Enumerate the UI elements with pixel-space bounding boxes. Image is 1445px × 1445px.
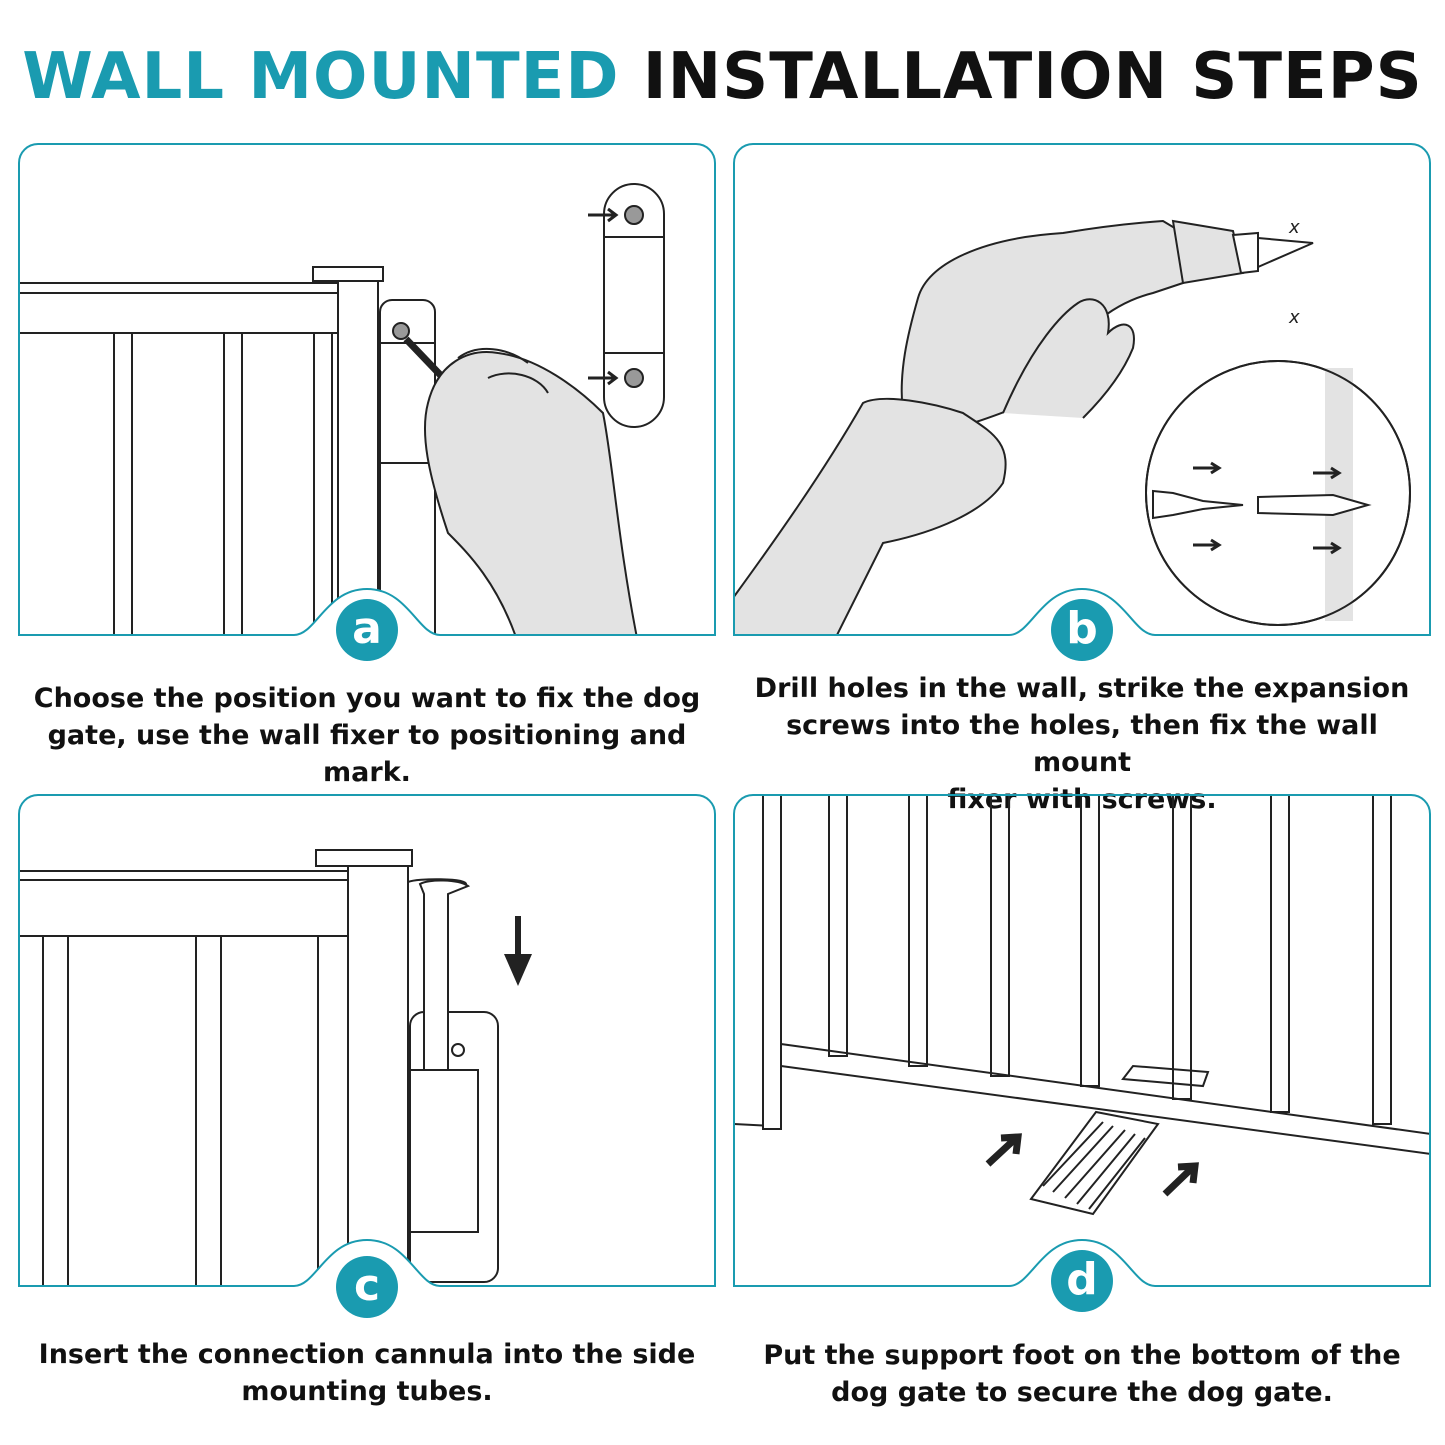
step-a-line-1: Choose the position you want to fix the … — [33, 683, 701, 714]
step-c-panel: c — [18, 794, 716, 1318]
step-a-caption: Choose the position you want to fix the … — [18, 680, 716, 791]
step-b-badge: b — [1051, 599, 1113, 661]
step-d-panel: d — [733, 794, 1431, 1312]
step-c-line-1: Insert the connection cannula into the s… — [38, 1339, 696, 1370]
step-d-illustration — [733, 794, 1431, 1287]
step-a-line-2: gate, use the wall fixer to positioning … — [47, 720, 687, 788]
step-d-caption: Put the support foot on the bottom of th… — [733, 1337, 1431, 1411]
step-c-illustration — [18, 794, 716, 1287]
step-a-badge: a — [336, 599, 398, 661]
title-main: INSTALLATION STEPS — [642, 40, 1423, 114]
step-c-caption: Insert the connection cannula into the s… — [18, 1336, 716, 1410]
step-d-line-2: dog gate to secure the dog gate. — [831, 1377, 1333, 1408]
step-b-line-1: Drill holes in the wall, strike the expa… — [754, 673, 1410, 704]
mark-lower: x — [1288, 307, 1300, 328]
mark-upper: x — [1288, 217, 1300, 238]
step-c-line-2: mounting tubes. — [241, 1376, 493, 1407]
page-title: WALL MOUNTED INSTALLATION STEPS — [0, 40, 1445, 114]
step-c-badge: c — [336, 1256, 398, 1318]
step-d-badge: d — [1051, 1250, 1113, 1312]
step-b-line-2: screws into the holes, then fix the wall… — [786, 710, 1378, 778]
step-b-illustration: x x — [733, 143, 1431, 636]
title-accent: WALL MOUNTED — [22, 40, 620, 114]
step-a-illustration — [18, 143, 716, 636]
step-a-panel: a — [18, 143, 716, 661]
step-d-line-1: Put the support foot on the bottom of th… — [763, 1340, 1401, 1371]
step-b-panel: x x b — [733, 143, 1431, 661]
